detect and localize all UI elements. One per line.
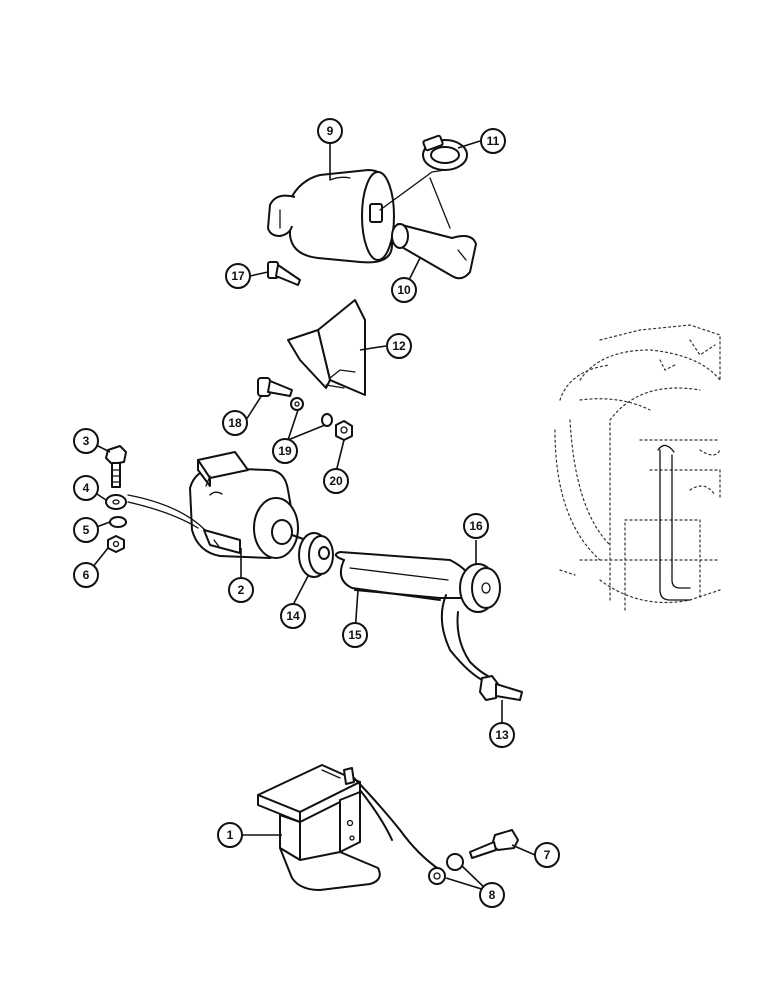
svg-text:6: 6 (83, 568, 90, 582)
callout-10: 10 (391, 277, 417, 303)
engine-outline (554, 324, 721, 611)
svg-text:8: 8 (489, 888, 496, 902)
svg-text:13: 13 (495, 728, 509, 742)
svg-text:4: 4 (83, 481, 90, 495)
air-hose (391, 223, 477, 280)
svg-text:1: 1 (227, 828, 234, 842)
svg-text:16: 16 (469, 519, 483, 533)
spacer-8 (428, 853, 464, 885)
bolt-17 (267, 261, 301, 286)
svg-text:10: 10 (397, 283, 411, 297)
washer-4 (105, 494, 127, 510)
air-cleaner (267, 169, 395, 264)
shield-bracket (287, 299, 366, 396)
callout-2: 2 (228, 577, 254, 603)
washer-19 (290, 397, 333, 427)
callout-5: 5 (73, 517, 99, 543)
svg-text:9: 9 (327, 124, 334, 138)
svg-text:15: 15 (348, 628, 362, 642)
svg-text:20: 20 (329, 474, 343, 488)
callout-18: 18 (222, 410, 248, 436)
bolt-18 (257, 377, 293, 397)
callout-13: 13 (489, 722, 515, 748)
callout-12: 12 (386, 333, 412, 359)
callout-19: 19 (272, 438, 298, 464)
callout-6: 6 (73, 562, 99, 588)
svg-text:14: 14 (286, 609, 300, 623)
mounting-bracket (257, 764, 381, 891)
nut-20 (335, 420, 353, 441)
callout-11: 11 (480, 128, 506, 154)
callout-4: 4 (73, 475, 99, 501)
nut-6 (107, 535, 125, 553)
pulley-14 (298, 532, 334, 578)
callout-15: 15 (342, 622, 368, 648)
callout-1: 1 (217, 822, 243, 848)
callout-3: 3 (73, 428, 99, 454)
v-belt (334, 551, 474, 601)
svg-text:19: 19 (278, 444, 292, 458)
pulley-16 (459, 563, 501, 613)
callout-17: 17 (225, 263, 251, 289)
svg-text:12: 12 (392, 339, 406, 353)
svg-text:18: 18 (228, 416, 242, 430)
svg-text:5: 5 (83, 523, 90, 537)
svg-text:7: 7 (544, 848, 551, 862)
svg-text:2: 2 (238, 583, 245, 597)
bolt-3 (105, 445, 127, 488)
hose-clamp (422, 134, 468, 171)
callout-14: 14 (280, 603, 306, 629)
svg-text:11: 11 (487, 134, 500, 148)
callout-20: 20 (323, 468, 349, 494)
callout-8: 8 (479, 882, 505, 908)
bolt-7 (469, 829, 519, 859)
svg-text:3: 3 (83, 434, 90, 448)
washer-5 (109, 516, 127, 528)
callout-16: 16 (463, 513, 489, 539)
bolt-13 (479, 675, 523, 701)
svg-text:17: 17 (231, 269, 245, 283)
callout-9: 9 (317, 118, 343, 144)
compressor-unit (189, 451, 307, 559)
callout-7: 7 (534, 842, 560, 868)
